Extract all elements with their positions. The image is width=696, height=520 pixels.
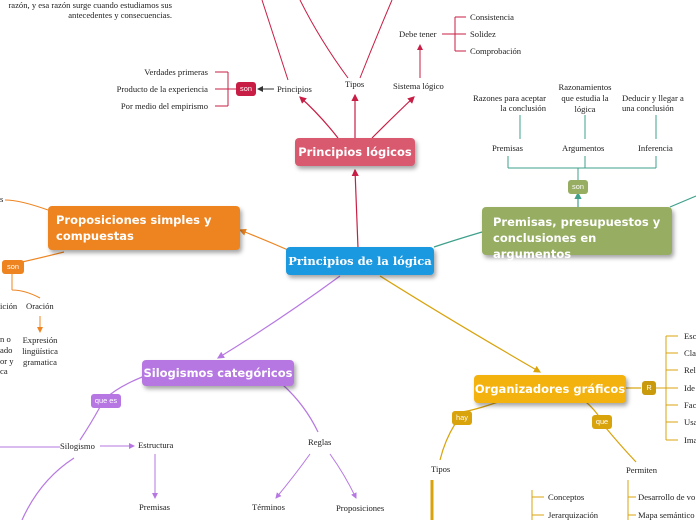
sistema-logico-node[interactable]: Sistema lógico xyxy=(393,81,444,91)
estructura-node[interactable]: Estructura xyxy=(138,440,174,450)
permiten-node[interactable]: Permiten xyxy=(626,465,658,475)
premisas-col-1[interactable]: Premisas xyxy=(492,143,524,153)
principios-logicos-node[interactable]: Principios lógicos xyxy=(295,138,415,166)
link-central-principios xyxy=(351,168,359,249)
r-tag: R xyxy=(642,381,656,395)
son-tag-principios: son xyxy=(236,82,256,96)
organizadores-tipos-node[interactable]: Tipos xyxy=(431,464,451,474)
proposicion-desc-b: ado xyxy=(0,345,13,355)
proposicion-desc-c: or y xyxy=(0,356,14,366)
son-tag-premisas: son xyxy=(568,180,588,194)
conceptos-node[interactable]: Conceptos xyxy=(548,492,585,502)
expresion-line-3: gramatica xyxy=(23,357,57,367)
principios-logicos-label: Principios lógicos xyxy=(298,145,412,159)
central-topic-label: Principios de la lógica xyxy=(288,254,432,268)
right-item-3[interactable]: Rel xyxy=(684,365,696,375)
premisas-label-line-1: Premisas, presupuestos y xyxy=(493,215,661,229)
premisas-desc-3a: Deducir y llegar a xyxy=(622,93,684,103)
expresion-line-1: Expresión xyxy=(22,335,58,345)
debe-item-3[interactable]: Comprobación xyxy=(470,46,522,56)
reglas-node[interactable]: Reglas xyxy=(308,437,332,447)
principio-item-2[interactable]: Producto de la experiencia xyxy=(116,84,208,94)
premisas-desc-2a: Razonamientos xyxy=(558,82,612,92)
silogismo-premisas-node[interactable]: Premisas xyxy=(139,502,171,512)
que-tag: que xyxy=(592,415,612,429)
premisas-presupuestos-node[interactable]: Premisas, presupuestos y conclusiones en… xyxy=(482,207,672,261)
right-item-6[interactable]: Usa xyxy=(684,417,696,427)
proposicion-desc-d: ca xyxy=(0,366,8,376)
right-item-5[interactable]: Fac xyxy=(684,400,696,410)
proposicion-node-partial[interactable]: ición xyxy=(0,301,18,311)
premisas-desc-2b: que estudia la xyxy=(561,93,609,103)
silogismo-node[interactable]: Silogismo xyxy=(60,441,95,451)
premisas-desc-1b: la conclusión xyxy=(500,103,546,113)
organizadores-label: Organizadores gráficos xyxy=(474,382,626,396)
intro-text-line-1: razón, y esa razón surge cuando estudiam… xyxy=(8,0,172,10)
right-item-4[interactable]: Ide xyxy=(684,383,695,393)
right-item-1[interactable]: Esc xyxy=(684,331,696,341)
premisas-col-2[interactable]: Argumentos xyxy=(562,143,605,153)
silogismos-node[interactable]: Silogismos categóricos xyxy=(142,360,294,386)
principio-item-3[interactable]: Por medio del empirismo xyxy=(120,101,208,111)
proposicion-desc-a: n o xyxy=(0,334,11,344)
oracion-node[interactable]: Oración xyxy=(26,301,54,311)
terminos-node[interactable]: Términos xyxy=(252,502,285,512)
hay-tag: hay xyxy=(452,411,472,425)
right-item-7[interactable]: Ima xyxy=(684,435,696,445)
premisas-desc-2c: lógica xyxy=(574,104,596,114)
link-central-silogismos xyxy=(216,275,341,359)
proposiciones-label-line-1: Proposiciones simples y xyxy=(56,213,212,227)
jerarquizacion-node[interactable]: Jerarquización xyxy=(548,510,599,520)
link-central-proposiciones xyxy=(238,228,289,251)
tipos-node[interactable]: Tipos xyxy=(345,79,365,89)
expresion-line-2: lingüística xyxy=(22,346,58,356)
organizadores-node[interactable]: Organizadores gráficos xyxy=(474,375,626,403)
premisas-desc-3b: una conclusión xyxy=(622,103,674,113)
desarrollo-node[interactable]: Desarrollo de vo xyxy=(638,492,696,502)
mapa-semantico-node[interactable]: Mapa semántico xyxy=(638,510,695,520)
son-tag-proposiciones: son xyxy=(2,260,24,274)
proposiciones-node[interactable]: Proposiciones simples y compuestas xyxy=(48,206,240,250)
silogismo-proposiciones-node[interactable]: Proposiciones xyxy=(336,503,385,513)
intro-text-line-2: antecedentes y consecuencias. xyxy=(68,10,172,20)
principio-item-1[interactable]: Verdades primeras xyxy=(144,67,208,77)
proposiciones-label-line-2: compuestas xyxy=(56,229,134,243)
principios-node[interactable]: Principios xyxy=(277,84,312,94)
debe-item-1[interactable]: Consistencia xyxy=(470,12,514,22)
right-item-2[interactable]: Cla xyxy=(684,348,696,358)
que-es-tag: que es xyxy=(91,394,121,408)
premisas-label-line-2: conclusiones en argumentos xyxy=(493,231,597,261)
silogismos-label: Silogismos categóricos xyxy=(143,366,293,380)
proposiciones-edge-text: s xyxy=(0,194,4,204)
debe-item-2[interactable]: Solidez xyxy=(470,29,496,39)
premisas-desc-1a: Razones para aceptar xyxy=(472,93,546,103)
link-central-premisas xyxy=(433,231,483,248)
central-topic[interactable]: Principios de la lógica xyxy=(286,247,434,275)
link-central-organizadores xyxy=(379,275,542,373)
debe-tener-node[interactable]: Debe tener xyxy=(399,29,437,39)
premisas-col-3[interactable]: Inferencia xyxy=(638,143,673,153)
